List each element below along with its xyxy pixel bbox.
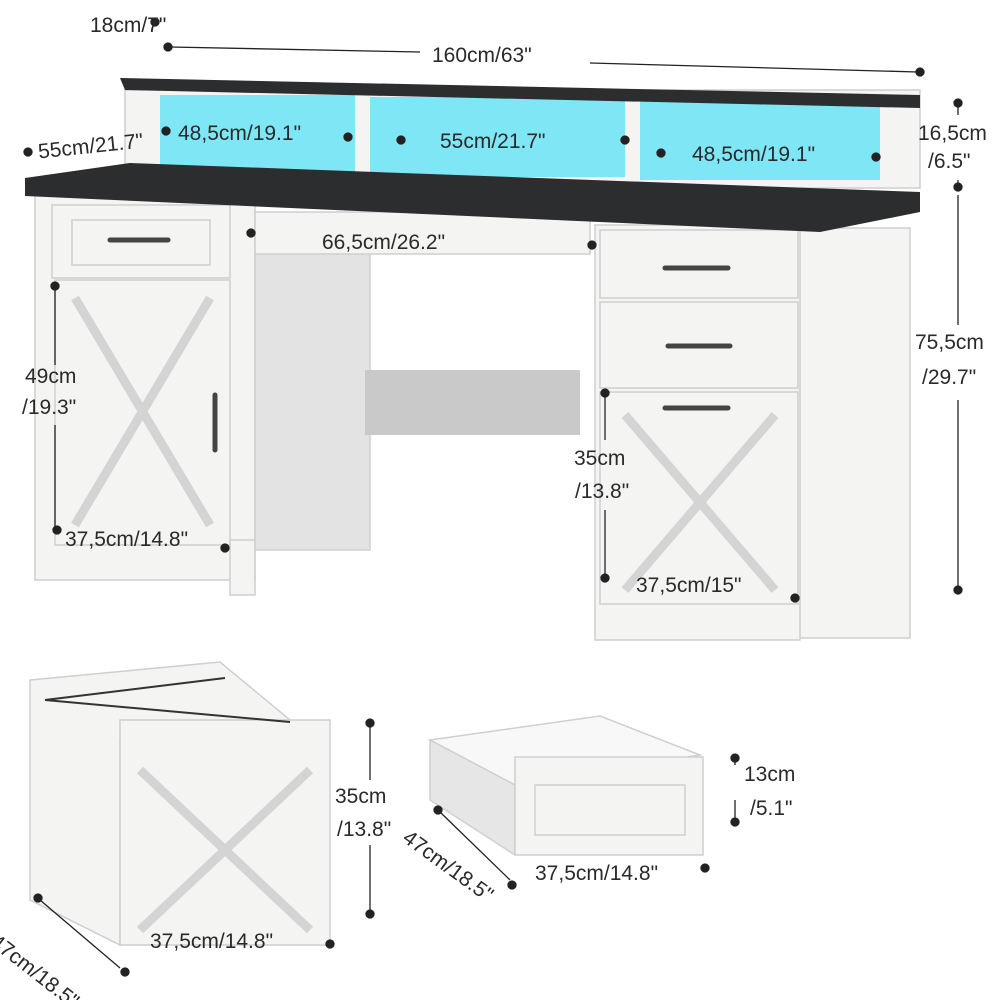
hutch-height-cm-label: 16,5cm: [918, 122, 987, 145]
hutch-depth-label: 18cm/7": [90, 14, 167, 37]
hutch-led-right: [640, 100, 880, 180]
desk-height-cm-label: 75,5cm: [915, 331, 984, 354]
small-drawer-width-label: 37,5cm/14.8": [535, 862, 659, 885]
small-drawer-height-cm-label: 13cm: [744, 763, 796, 786]
total-width-label: 160cm/63": [432, 44, 532, 67]
left-leg: [229, 539, 256, 596]
file-drawer-height-in-label: /13.8": [337, 818, 392, 841]
right-drawer-1: [599, 229, 799, 299]
back-panel: [254, 239, 371, 551]
hutch-led-middle: [370, 97, 625, 177]
desk-height-in-label: /29.7": [922, 366, 977, 389]
hutch-left-compartment-label: 48,5cm/19.1": [178, 122, 302, 145]
hutch-led-left: [160, 95, 355, 175]
hutch-height-in-label: /6.5": [928, 150, 971, 173]
left-cabinet-width-label: 37,5cm/14.8": [65, 528, 189, 551]
knee-space-width-label: 66,5cm/26.2": [322, 231, 446, 254]
right-cabinet-width-label: 37,5cm/15": [636, 574, 742, 597]
crossbar: [365, 370, 580, 435]
small-drawer-front: [514, 756, 704, 856]
file-drawer-front: [119, 719, 331, 946]
hutch-right-compartment-label: 48,5cm/19.1": [692, 143, 816, 166]
small-drawer-height-in-label: /5.1": [750, 797, 793, 820]
right-cabinet-height-cm-label: 35cm: [574, 447, 626, 470]
right-side-panel: [794, 227, 911, 639]
right-cabinet-height-in-label: /13.8": [575, 480, 630, 503]
dimension-lines: [23, 17, 963, 977]
file-drawer-height-cm-label: 35cm: [335, 785, 387, 808]
desktop: [25, 163, 920, 232]
left-cabinet-height-cm-label: 49cm: [25, 365, 77, 388]
hutch-top: [120, 78, 920, 108]
left-cabinet-height-in-label: /19.3": [22, 396, 77, 419]
hutch-middle-compartment-label: 55cm/21.7": [440, 130, 546, 153]
file-drawer-width-label: 37,5cm/14.8": [150, 930, 274, 953]
